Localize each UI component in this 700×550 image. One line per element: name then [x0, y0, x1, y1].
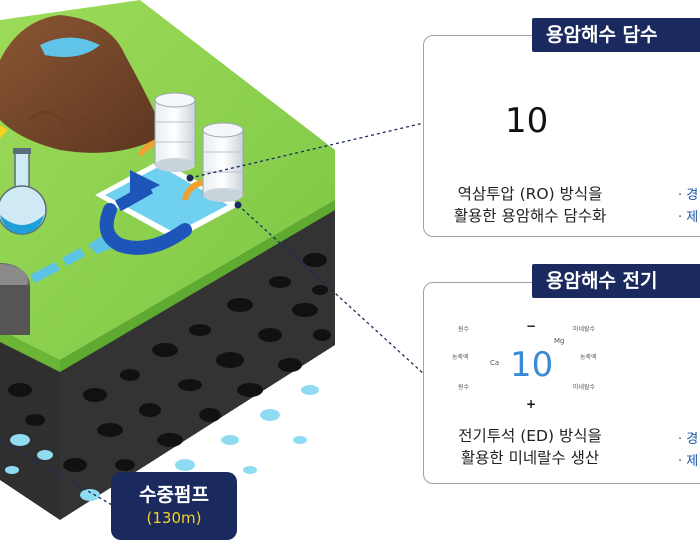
soil-pebbles — [8, 253, 331, 472]
ed-plus-sign: + — [526, 397, 537, 411]
ro-bullet-2: · 제 — [678, 210, 699, 225]
ed-bullet-2: · 제 — [678, 454, 699, 469]
ed-bullet-1: · 경 — [678, 432, 699, 447]
ed-label-right-2: 농축액 — [580, 354, 597, 361]
ed-caption-line2: 활용한 미네랄수 생산 — [460, 449, 600, 467]
ro-membrane-number: 10 — [505, 101, 549, 141]
ed-ca-label: Ca — [490, 359, 500, 367]
flask-icon — [0, 148, 47, 235]
ed-label-left-1: 원수 — [458, 326, 470, 333]
ed-cell-number: 10 — [510, 345, 554, 385]
submersible-pump-label: 수중펌프 (130m) — [111, 472, 237, 540]
ed-panel — [423, 282, 700, 484]
ed-label-left-2: 농축액 — [452, 354, 469, 361]
spark-icon — [0, 125, 8, 138]
storage-tank-2 — [202, 122, 244, 202]
groundwater-pebbles — [5, 385, 319, 504]
connector-line-top — [189, 121, 429, 179]
pump-title: 수중펌프 — [139, 484, 209, 506]
ed-label-right-1: 미네랄수 — [573, 326, 596, 333]
ro-caption-line2: 활용한 용암해수 담수화 — [453, 207, 607, 225]
ed-panel-title: 용암해수 전기 — [532, 264, 700, 298]
treatment-pool — [95, 160, 240, 255]
ro-panel-title: 용암해수 담수 — [532, 18, 700, 52]
soil-right-face — [60, 200, 335, 520]
ed-mg-label: Mg — [554, 337, 565, 345]
ed-caption-line1: 전기투석 (ED) 방식을 — [458, 427, 602, 445]
ed-label-left-3: 원수 — [458, 384, 470, 391]
ed-label-right-3: 미네랄수 — [573, 384, 596, 391]
volcano — [0, 15, 165, 153]
ro-caption-line1: 역삼투압 (RO) 방식을 — [457, 185, 603, 203]
pump-depth: (130m) — [146, 509, 202, 527]
pump-housing — [0, 263, 30, 335]
grass-edge — [60, 200, 335, 372]
ed-minus-sign: − — [526, 319, 537, 333]
storage-tank-1 — [154, 92, 196, 172]
connector-line-bottom — [237, 204, 426, 376]
ro-bullet-1: · 경 — [678, 188, 699, 203]
